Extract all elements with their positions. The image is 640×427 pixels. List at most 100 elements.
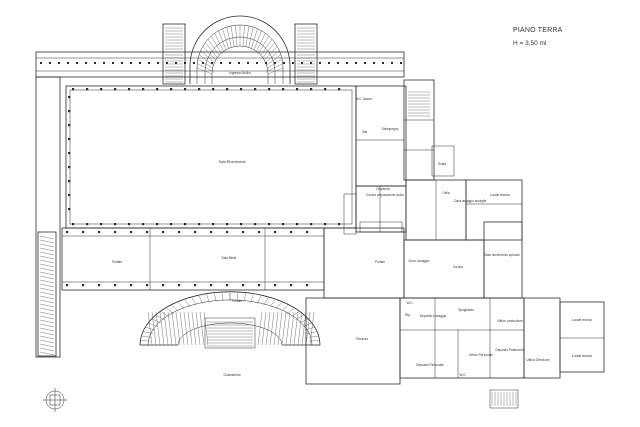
label-deposito-pasticceria: Deposito Pasticceria xyxy=(495,348,524,352)
column xyxy=(142,88,145,91)
stair-step xyxy=(39,319,55,324)
stair-step xyxy=(275,302,282,310)
column xyxy=(146,231,149,234)
baluster xyxy=(67,62,69,64)
stair-step xyxy=(197,63,213,72)
stair-step xyxy=(281,305,288,312)
column xyxy=(68,194,71,197)
label-ingresso: Ingresso Aulico xyxy=(229,71,251,75)
stair-step xyxy=(205,42,218,58)
column xyxy=(72,88,75,91)
column xyxy=(296,223,299,226)
label-deposito-lavaggio: Deposito Lavaggio xyxy=(420,314,447,318)
baluster xyxy=(382,62,384,64)
baluster xyxy=(247,62,249,64)
column xyxy=(268,88,271,91)
stair-step xyxy=(155,311,161,346)
baluster xyxy=(40,62,42,64)
stair-step xyxy=(222,28,229,49)
stair-step xyxy=(242,25,245,47)
baluster xyxy=(364,62,366,64)
stair-step xyxy=(172,305,179,312)
stair-step xyxy=(39,251,55,256)
stair-step xyxy=(257,311,263,346)
stair-step xyxy=(140,340,151,342)
stair-step xyxy=(267,58,283,69)
top-left-stair xyxy=(162,23,186,85)
column xyxy=(128,88,131,91)
column xyxy=(128,223,131,226)
stair-step xyxy=(39,255,55,260)
column xyxy=(68,138,71,141)
service-wing xyxy=(305,79,605,409)
baluster xyxy=(121,62,123,64)
stair-step xyxy=(39,299,55,304)
column xyxy=(162,231,165,234)
column xyxy=(68,152,71,155)
baluster xyxy=(319,62,321,64)
baluster xyxy=(130,62,132,64)
baluster xyxy=(94,62,96,64)
stair-step xyxy=(273,311,279,346)
stair-step xyxy=(184,299,191,308)
label-dispensa: Dispensa xyxy=(376,187,390,191)
baluster xyxy=(166,62,168,64)
stair-step xyxy=(39,331,55,336)
baluster xyxy=(310,62,312,64)
label-sala-miele: Sala Miele xyxy=(222,256,237,260)
stair-step xyxy=(309,311,315,346)
stair-step xyxy=(307,331,317,334)
stair-step xyxy=(191,297,197,306)
stair-step xyxy=(183,311,189,346)
column xyxy=(194,231,197,234)
column xyxy=(86,223,89,226)
column xyxy=(254,223,257,226)
column xyxy=(68,166,71,169)
stair-step xyxy=(203,311,209,346)
stair-step xyxy=(179,311,185,346)
north-arrow-icon xyxy=(43,388,67,412)
stair-step xyxy=(39,239,55,244)
stair-step xyxy=(148,322,158,327)
stair-step xyxy=(308,335,319,338)
column xyxy=(178,284,181,287)
column xyxy=(82,231,85,234)
column xyxy=(100,223,103,226)
column xyxy=(306,284,309,287)
column xyxy=(324,88,327,91)
stair-step xyxy=(39,243,55,248)
baluster xyxy=(391,62,393,64)
stair-step xyxy=(39,347,55,352)
stair-step xyxy=(39,235,55,240)
stair-step xyxy=(260,39,273,56)
stair-step xyxy=(147,311,153,346)
stair-step xyxy=(39,271,55,276)
column xyxy=(274,231,277,234)
label-ufficio-prod: Ufficio produzione xyxy=(497,319,523,323)
label-deposito-personale: Deposito Personale xyxy=(416,363,444,367)
stair-step xyxy=(218,30,227,50)
column xyxy=(226,231,229,234)
stair-step xyxy=(258,35,269,54)
stair-step xyxy=(171,311,177,346)
baluster xyxy=(193,62,195,64)
label-wc-b: W.C. xyxy=(407,301,414,305)
stair-step xyxy=(281,311,287,346)
stair-step xyxy=(39,303,55,308)
main-hall xyxy=(65,85,357,229)
stair-step xyxy=(226,27,232,48)
stair-step xyxy=(178,302,185,310)
stair-step xyxy=(269,299,276,308)
column xyxy=(290,231,293,234)
stair-step xyxy=(166,308,174,315)
stair-step xyxy=(39,275,55,280)
column xyxy=(184,88,187,91)
stair-step xyxy=(267,67,284,75)
north-terrace xyxy=(35,51,405,78)
baluster xyxy=(85,62,87,64)
column xyxy=(72,223,75,226)
column xyxy=(68,208,71,211)
stair-step xyxy=(39,295,55,300)
stair-step xyxy=(263,297,269,306)
baluster xyxy=(355,62,357,64)
